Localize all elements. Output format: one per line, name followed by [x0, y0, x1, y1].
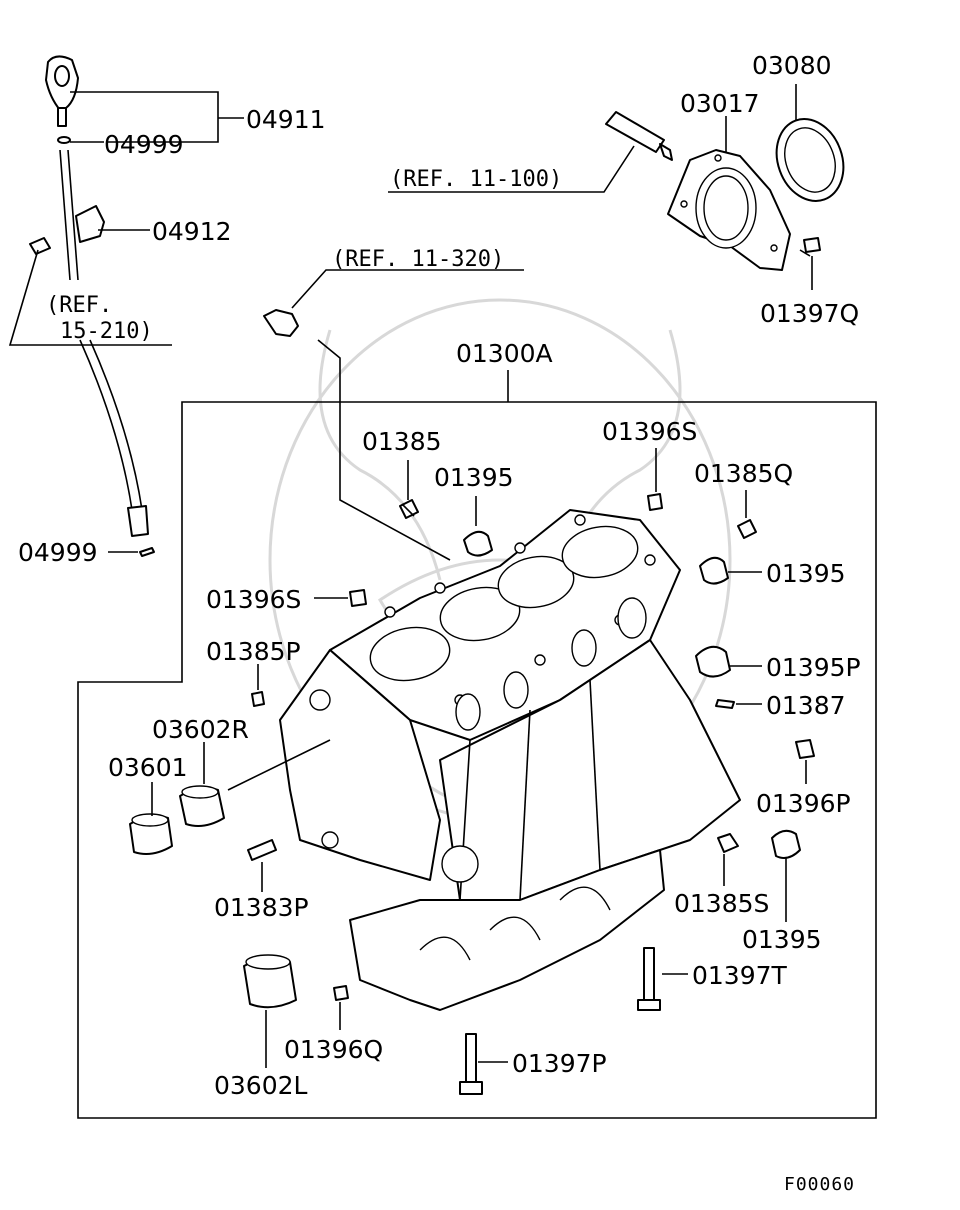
- dowel-01396P[interactable]: [795, 739, 815, 759]
- cup-plug-01395-a[interactable]: [463, 530, 493, 557]
- rear-oil-seal-case[interactable]: [667, 149, 791, 271]
- dowel-01396Q[interactable]: [333, 985, 349, 1001]
- label-01396P[interactable]: 01396P: [756, 789, 851, 818]
- label-03601[interactable]: 03601: [108, 753, 188, 782]
- label-01387[interactable]: 01387: [766, 691, 846, 720]
- assembly-frame: [77, 401, 877, 1119]
- label-03602R[interactable]: 03602R: [152, 715, 249, 744]
- label-03080[interactable]: 03080: [752, 51, 832, 80]
- figure-code: F00060: [784, 1174, 855, 1195]
- label-ref-15-210-line1[interactable]: (REF.: [46, 293, 112, 318]
- seal-leaders: [388, 84, 813, 290]
- oil-pressure-switch[interactable]: [263, 309, 299, 337]
- bolt-01397T[interactable]: [637, 947, 661, 1011]
- plug-01385S[interactable]: [717, 833, 739, 853]
- plug-01385[interactable]: [399, 499, 419, 519]
- part-leaders: [151, 448, 807, 1068]
- dowel-01396S-b[interactable]: [349, 589, 367, 607]
- labels: 04911 04999 04912 (REF. 15-210) 04999 03…: [18, 51, 861, 1195]
- dipstick-leaders: [8, 91, 244, 553]
- label-01300A[interactable]: 01300A: [456, 339, 553, 368]
- label-04911[interactable]: 04911: [246, 105, 326, 134]
- switch-leaders: [291, 269, 524, 561]
- label-01396S-b[interactable]: 01396S: [206, 585, 301, 614]
- bearing-03601[interactable]: [129, 813, 173, 855]
- seal-case-bolt[interactable]: [799, 237, 821, 257]
- dipstick-assembly[interactable]: [29, 55, 155, 557]
- label-01395-a[interactable]: 01395: [434, 463, 514, 492]
- label-01385Q[interactable]: 01385Q: [694, 459, 793, 488]
- label-01396S-a[interactable]: 01396S: [602, 417, 697, 446]
- rear-oil-seal[interactable]: [766, 110, 855, 211]
- sealant-tube[interactable]: [605, 111, 673, 161]
- dowel-01396S-a[interactable]: [647, 493, 663, 511]
- bearing-03602L[interactable]: [243, 954, 297, 1009]
- cup-plug-01395P[interactable]: [695, 645, 731, 678]
- label-01397T[interactable]: 01397T: [692, 961, 788, 990]
- label-04999-top[interactable]: 04999: [104, 130, 184, 159]
- label-04999-bottom[interactable]: 04999: [18, 538, 98, 567]
- label-01395-b[interactable]: 01395: [766, 559, 846, 588]
- label-ref-15-210-line2[interactable]: 15-210): [60, 319, 153, 344]
- bolt-01397P[interactable]: [459, 1033, 483, 1095]
- label-03017[interactable]: 03017: [680, 89, 760, 118]
- label-01395-c[interactable]: 01395: [742, 925, 822, 954]
- label-01395P[interactable]: 01395P: [766, 653, 861, 682]
- label-01397P[interactable]: 01397P: [512, 1049, 607, 1078]
- cylinder-block[interactable]: [279, 509, 741, 1011]
- label-ref-11-320[interactable]: (REF. 11-320): [332, 247, 504, 272]
- label-01385S[interactable]: 01385S: [674, 889, 769, 918]
- label-01385[interactable]: 01385: [362, 427, 442, 456]
- label-04912[interactable]: 04912: [152, 217, 232, 246]
- stud-01383P[interactable]: [247, 839, 277, 861]
- label-01385P[interactable]: 01385P: [206, 637, 301, 666]
- label-01383P[interactable]: 01383P: [214, 893, 309, 922]
- plug-01385Q[interactable]: [737, 519, 757, 539]
- label-03602L[interactable]: 03602L: [214, 1071, 308, 1100]
- cup-plug-01395-c[interactable]: [771, 829, 801, 859]
- label-01396Q[interactable]: 01396Q: [284, 1035, 383, 1064]
- bearing-03602R[interactable]: [179, 785, 225, 827]
- cup-plug-01395-b[interactable]: [699, 556, 729, 585]
- pin-01387[interactable]: [715, 699, 735, 709]
- label-01397Q[interactable]: 01397Q: [760, 299, 859, 328]
- plug-01385P[interactable]: [251, 691, 265, 707]
- label-ref-11-100[interactable]: (REF. 11-100): [390, 167, 562, 192]
